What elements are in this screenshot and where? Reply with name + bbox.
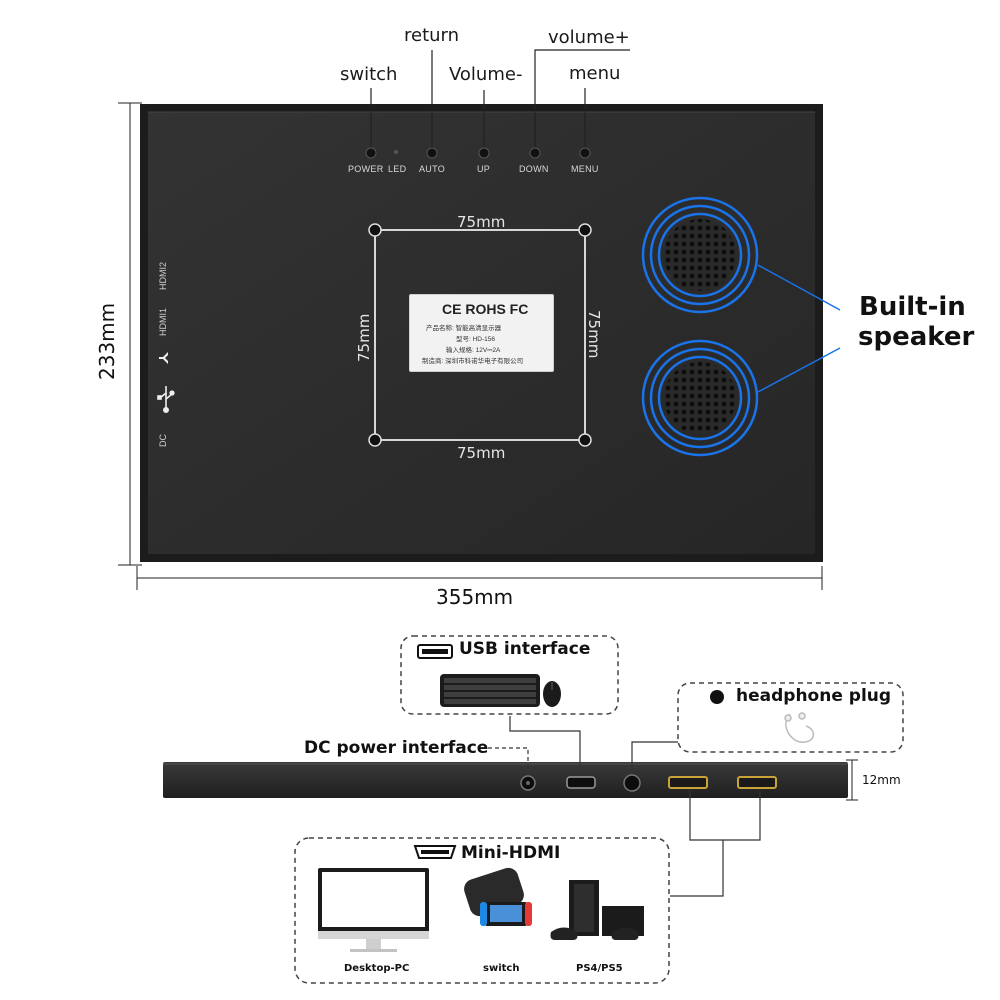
mini-hdmi-title: Mini-HDMI <box>461 843 561 863</box>
desktop-pc-icon <box>318 868 429 952</box>
button-label-led: LED <box>388 164 407 174</box>
port-callout-lines <box>488 716 761 897</box>
mouse-icon <box>543 681 561 707</box>
speaker-callout-lines <box>757 264 841 393</box>
keyboard-icon <box>440 674 540 707</box>
dc-power-interface-title: DC power interface <box>304 738 489 758</box>
ps4-console-icon <box>550 880 644 940</box>
minihdmi-port-icon <box>413 845 457 859</box>
monitor-back-panel <box>140 104 823 562</box>
dimension-thickness: 12mm <box>862 773 901 787</box>
vesa-mount <box>368 223 592 447</box>
sticker-line-4: 制造商: 深圳市科诺华电子有限公司 <box>422 358 524 365</box>
speaker-label-line1: Built-in <box>859 292 966 322</box>
vesa-label-top: 75mm <box>457 213 506 231</box>
button-label-auto: AUTO <box>419 164 446 174</box>
side-port-icons <box>159 352 168 364</box>
headphone-icon <box>710 690 815 743</box>
port-label-hdmi1: HDMI1 <box>158 307 168 336</box>
usb-port-icon <box>417 644 453 659</box>
control-buttons <box>365 147 591 159</box>
device-label-switch: switch <box>483 963 520 974</box>
speaker-top <box>641 196 759 314</box>
sticker-line-3: 输入规格: 12V⎓2A <box>446 347 501 354</box>
rating-label-sticker: CE ROHS FC 产品名称: 智能高清显示器 型号: HD-156 输入规格… <box>409 294 554 372</box>
dimension-width: 355mm <box>436 585 514 609</box>
dimension-lines <box>118 102 823 590</box>
button-label-power: POWER <box>348 164 384 174</box>
vesa-label-left: 75mm <box>355 313 373 362</box>
label-menu: menu <box>569 63 621 84</box>
device-label-ps4-ps5: PS4/PS5 <box>576 963 623 974</box>
vesa-label-right: 75mm <box>585 310 603 359</box>
side-ports <box>520 774 777 792</box>
device-label-desktop-pc: Desktop-PC <box>344 963 410 974</box>
usb-interface-title: USB interface <box>459 639 591 659</box>
port-label-dc: DC <box>158 434 168 447</box>
certification-logos: CE ROHS FC <box>442 301 529 317</box>
dimension-height: 233mm <box>95 302 119 380</box>
label-switch: switch <box>340 64 398 85</box>
usb-icon <box>157 386 175 413</box>
speaker-bottom <box>641 339 759 457</box>
sticker-line-1: 产品名称: 智能高清显示器 <box>426 325 502 332</box>
button-label-down: DOWN <box>519 164 549 174</box>
sticker-line-2: 型号: HD-156 <box>456 336 496 343</box>
button-label-menu: MENU <box>571 164 599 174</box>
button-callout-lines <box>370 49 630 150</box>
port-label-hdmi2: HDMI2 <box>158 261 168 290</box>
button-label-up: UP <box>477 164 491 174</box>
label-volume-plus: volume+ <box>548 27 630 48</box>
switch-console-icon <box>464 867 532 926</box>
label-volume-minus: Volume- <box>449 64 523 85</box>
vesa-label-bottom: 75mm <box>457 444 506 462</box>
callout-boxes <box>294 635 904 984</box>
headphone-plug-title: headphone plug <box>736 686 892 706</box>
label-return: return <box>404 25 460 46</box>
speaker-label-line2: speaker <box>858 322 975 352</box>
